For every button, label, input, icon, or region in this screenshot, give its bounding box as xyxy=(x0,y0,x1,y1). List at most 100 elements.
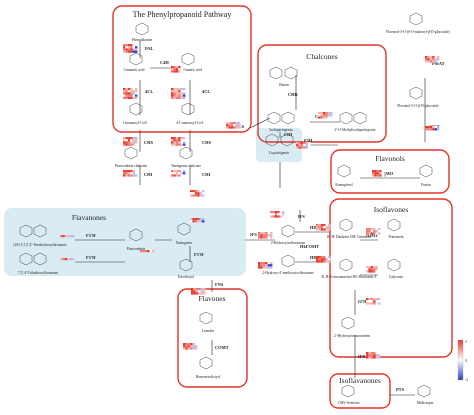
heatmap-cell xyxy=(178,174,181,177)
heatmap-cell xyxy=(171,170,174,173)
heatmap-cell xyxy=(425,56,428,59)
heatmap-cell xyxy=(171,139,174,142)
heatmap-cell xyxy=(429,56,433,59)
heatmap-cell xyxy=(123,96,126,99)
heatmap-cell xyxy=(374,170,377,173)
heatmap-cell xyxy=(192,347,195,350)
hid-label-b: HID xyxy=(310,255,318,260)
heatmap-cell xyxy=(175,172,179,175)
heatmap-cell xyxy=(322,114,326,117)
heatmap-cell xyxy=(125,46,128,49)
heatmap-cell xyxy=(127,139,131,142)
heatmap-cell xyxy=(378,302,381,305)
heatmap-cell xyxy=(127,44,131,47)
heatmap-cell xyxy=(171,68,174,71)
butein-structure xyxy=(269,66,283,80)
heatmap-cell xyxy=(282,213,285,216)
heatmap-cell xyxy=(183,66,186,69)
heatmap-cell xyxy=(318,114,321,117)
heatmap-cell xyxy=(316,224,319,227)
heatmap-cell xyxy=(125,48,128,51)
heatmap-cell xyxy=(373,356,376,359)
heatmap-cell xyxy=(316,228,319,231)
heatmap-cell xyxy=(379,170,382,173)
heatmap-cell xyxy=(125,92,128,95)
heatmap-cell xyxy=(185,347,188,350)
heatmap-cell xyxy=(123,46,126,49)
heatmap-cell xyxy=(373,232,376,235)
vestitone-label: (3R)-Vestitone xyxy=(338,401,360,405)
pts-label: PTS xyxy=(396,387,405,392)
heatmap-cell xyxy=(270,264,273,267)
heatmap-cell xyxy=(152,250,155,253)
heatmap-cell xyxy=(192,218,195,221)
hid-label-a: HID xyxy=(310,225,318,230)
heatmap-cell xyxy=(316,226,319,229)
heatmap-cell xyxy=(238,122,241,125)
heatmap-cell xyxy=(69,258,72,261)
heatmap-cell xyxy=(437,126,440,129)
heatmap-cell xyxy=(195,345,198,348)
heatmap-cell xyxy=(437,56,440,59)
heatmap-cell xyxy=(427,128,430,131)
heatmap-cell xyxy=(427,56,430,59)
coumaroyl-coa-structure xyxy=(181,102,195,116)
heatmap-cell xyxy=(320,116,323,119)
heatmap-cell xyxy=(171,66,174,69)
heatmap-cell xyxy=(185,345,188,348)
heatmap-cell xyxy=(123,94,126,97)
heatmap-cell xyxy=(180,96,183,99)
pinocembrin-label: Pinocembrin xyxy=(127,247,146,251)
heatmap-cell xyxy=(372,170,375,173)
heatmap-cell xyxy=(132,94,135,97)
heatmap-cell xyxy=(370,270,374,273)
hydroxyisoflavanone-structure xyxy=(281,224,295,238)
f3ph-label-b: F3'H xyxy=(86,255,96,260)
heatmap-cell xyxy=(265,236,268,239)
flavanones-title: Flavanones xyxy=(72,213,106,222)
expression-heatmaps xyxy=(60,44,440,359)
heatmap-cell xyxy=(366,352,369,355)
heatmap-cell xyxy=(296,146,299,149)
iomt-label: IOMT xyxy=(366,233,378,238)
heatmap-cell xyxy=(272,215,275,218)
heatmap-cell xyxy=(384,172,387,175)
legend-tick-mid: 0 xyxy=(465,359,467,363)
heatmap-cell xyxy=(374,172,377,175)
heatmap-cell xyxy=(127,48,131,51)
f3h-label: F3H xyxy=(304,138,313,143)
heatmap-cell xyxy=(144,250,148,253)
heatmap-cell xyxy=(270,232,273,235)
flavonol-glucoside-label: Flavonol-3-O-β-D-glucoside xyxy=(397,104,439,108)
heatmap-cell xyxy=(370,298,374,301)
heatmap-cell xyxy=(130,46,133,49)
heatmap-cell xyxy=(123,44,126,47)
f3ph-label-a: F3'H xyxy=(86,233,96,238)
heatmap-cell xyxy=(132,174,135,177)
heatmap-cell xyxy=(375,230,378,233)
heatmap-cell xyxy=(323,226,326,229)
heatmap-cell xyxy=(265,264,268,267)
heatmap-cell xyxy=(272,211,275,214)
chi-label-c: CHI xyxy=(284,132,293,137)
heatmap-cell xyxy=(171,172,174,175)
heatmap-cell xyxy=(378,230,381,233)
heatmap-cell xyxy=(267,262,270,265)
heatmap-cell xyxy=(132,92,135,95)
homoeriodictyol-label: Homoeriodictyol xyxy=(196,375,221,379)
heatmap-cell xyxy=(173,174,176,177)
heatmap-cell xyxy=(125,139,128,142)
heatmap-cell xyxy=(132,96,135,99)
heatmap-cell xyxy=(378,270,381,273)
heatmap-cell xyxy=(171,70,174,73)
heatmap-cell xyxy=(193,290,196,293)
heatmap-cell xyxy=(320,258,324,261)
heatmap-cell xyxy=(434,58,437,61)
heatmap-cell xyxy=(192,192,195,195)
heatmap-cell xyxy=(130,139,133,142)
heatmap-cell xyxy=(132,46,135,49)
hydroxyformononetin-label: 2'-Hydroxyformononetin xyxy=(334,334,370,338)
heatmap-cell xyxy=(132,170,135,173)
fns-label: FNS xyxy=(215,282,224,287)
heatmap-cell xyxy=(425,128,428,131)
